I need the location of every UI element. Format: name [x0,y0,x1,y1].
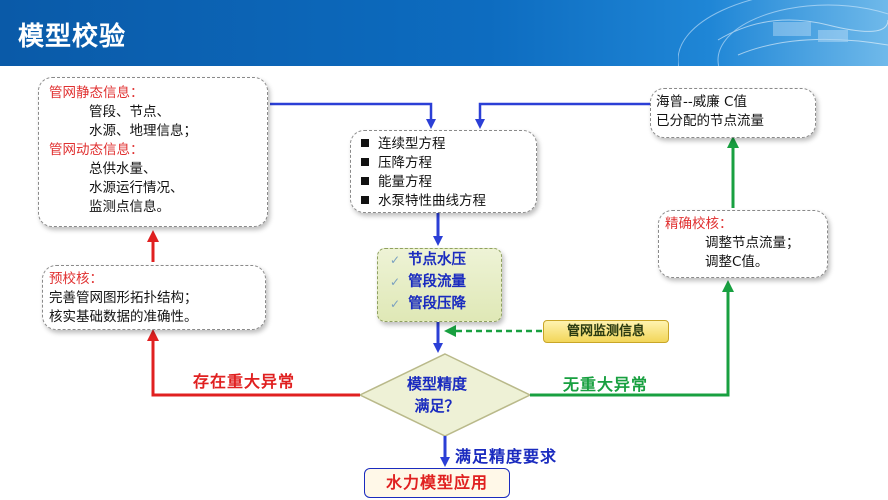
static-info-line: 管段、节点、 [89,104,170,120]
result-item: ✓管段流量 [390,274,467,290]
hazen-williams-box: 海曾--威廉 C值 已分配的节点流量 [650,88,816,138]
pre-check-box: 预校核： 完善管网图形拓扑结构； 核实基础数据的准确性。 [42,265,266,330]
pre-check-title: 预校核： [49,271,103,287]
hazen-line: 海曾--威廉 C值 [656,94,747,110]
decision-label: 模型精度 满足？ [382,373,492,417]
decision-line-2: 满足？ [414,397,460,415]
abnormal-label: 存在重大异常 [193,372,296,391]
network-info-box: 管网静态信息： 管段、节点、 水源、地理信息； 管网动态信息： 总供水量、 水源… [38,77,268,227]
result-item: ✓节点水压 [390,252,467,268]
fine-check-line: 调整C值。 [705,254,769,270]
hazen-line: 已分配的节点流量 [656,113,764,129]
results-box: ✓节点水压 ✓管段流量 ✓管段压降 [377,248,502,322]
static-info-heading: 管网静态信息： [49,85,144,101]
fine-check-title: 精确校核： [665,216,733,232]
arrow-hazen-to-equations [475,102,652,129]
fine-check-line: 调整节点流量； [705,235,800,251]
header-bar: 模型校验 [0,0,888,66]
decision-line-1: 模型精度 [406,375,467,393]
equation-item: 水泵特性曲线方程 [361,192,536,211]
equation-item: 连续型方程 [361,135,536,154]
dynamic-info-line: 监测点信息。 [89,199,170,215]
monitoring-info-tag: 管网监测信息 [543,320,669,343]
arrow-normal [530,280,734,397]
page-title: 模型校验 [18,22,127,52]
dynamic-info-line: 总供水量、 [89,161,157,177]
equation-item: 能量方程 [361,173,536,192]
arrow-static-to-equations [270,102,436,129]
arrow-abnormal [147,329,360,397]
pre-check-line: 核实基础数据的准确性。 [49,309,198,325]
dynamic-info-line: 水源运行情况、 [89,180,184,196]
satisfied-label: 满足精度要求 [455,447,558,466]
equation-item: 压降方程 [361,154,536,173]
static-info-line: 水源、地理信息； [89,123,197,139]
hydraulic-model-application-box: 水力模型应用 [364,468,510,498]
dynamic-info-heading: 管网动态信息： [49,142,144,158]
equations-box: 连续型方程 压降方程 能量方程 水泵特性曲线方程 [350,130,537,213]
normal-label: 无重大异常 [563,375,649,394]
globe-decoration-icon [678,0,888,66]
fine-check-box: 精确校核： 调整节点流量； 调整C值。 [658,210,828,278]
result-item: ✓管段压降 [390,296,467,312]
pre-check-line: 完善管网图形拓扑结构； [49,290,198,306]
